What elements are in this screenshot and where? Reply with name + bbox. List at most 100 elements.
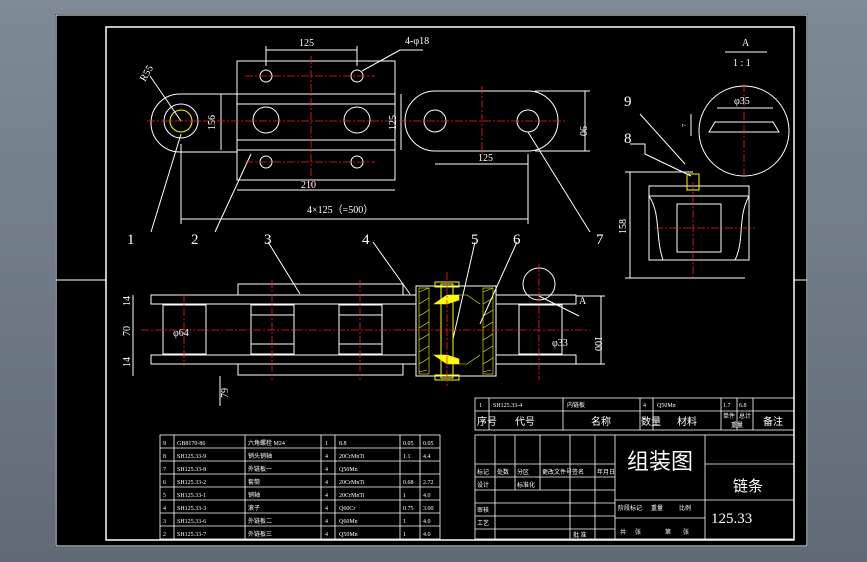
bolt-highlight	[686, 173, 700, 191]
callout-4: 4	[362, 232, 370, 248]
dim-125-right-text: 125	[478, 153, 493, 164]
leader-A	[538, 295, 580, 317]
drawing-number: 125.33	[711, 511, 752, 527]
dim-pitch-top: 125	[299, 38, 314, 49]
label-scale: 比例	[679, 504, 691, 512]
callout-1: 1	[127, 232, 135, 248]
drawing-title: 组装图	[627, 449, 693, 474]
cell-seq: 8	[163, 454, 166, 460]
cell-qty: 4	[325, 506, 328, 512]
cell-name: 外链板三	[248, 530, 272, 538]
label-stage: 阶段标记	[618, 504, 642, 512]
label-count: 处数	[497, 468, 509, 476]
leader-2	[214, 153, 252, 233]
hdr-unit: 单件	[723, 412, 735, 420]
cell-w1: 0.05	[403, 441, 414, 447]
hatch-sleeve	[433, 294, 460, 365]
cell-material: Q60Cr	[339, 506, 355, 512]
leader-3	[267, 241, 301, 295]
part1-w2: 6.8	[739, 403, 747, 409]
dim-d64: φ64	[173, 328, 189, 339]
part1-w1: 1.7	[723, 403, 731, 409]
callout-2: 2	[191, 232, 199, 248]
cell-code: SH125.33-6	[177, 519, 206, 525]
cell-name: 外链板一	[248, 465, 272, 473]
leader-9-hint	[639, 113, 686, 165]
hatch-plate	[482, 287, 494, 375]
cell-qty: 4	[325, 532, 328, 538]
part1-material: Q50Mn	[657, 403, 676, 409]
cell-w2: 4.0	[423, 519, 431, 525]
label-design: 设计	[477, 481, 489, 489]
leader-4	[372, 241, 411, 295]
roller	[162, 304, 207, 355]
cell-code: SH125.33-7	[177, 532, 206, 538]
cell-material: 20CrMnTi	[339, 480, 365, 486]
dim-7-text: 7	[682, 124, 688, 127]
part1-code: SH125.33-4	[493, 403, 522, 409]
dim-d35-text: φ35	[734, 96, 750, 107]
cell-w2: 4.0	[423, 532, 431, 538]
title-labels: 标记 处数 分区 更改文件号 签名 年月日 设计 标准化 阶段标记 重量 比例 …	[477, 468, 691, 539]
callout-6: 6	[513, 232, 521, 248]
right-plate	[495, 294, 577, 305]
hdr-material: 材料	[677, 415, 697, 428]
hatch-sleeve-edge	[459, 294, 481, 365]
cell-w1: 0.75	[403, 506, 414, 512]
label-review: 审核	[477, 506, 489, 514]
cell-seq: 9	[163, 441, 166, 447]
label-change: 更改文件号	[542, 468, 572, 476]
cell-material: Q60Mn	[339, 519, 358, 525]
roller	[338, 304, 383, 355]
label-approve: 批 准	[573, 531, 587, 539]
cell-name: 外链板二	[248, 517, 272, 525]
parts-row: 9 GB8170-86 六角螺栓 M24 1 8.8 0.05 0.05	[163, 439, 434, 447]
cell-w1: 1	[403, 532, 406, 538]
label-weight: 重量	[651, 504, 663, 512]
parts-row: 8 SH125.33-9 销头销轴 4 20CrMnTi 1.1 4.4	[163, 452, 431, 460]
cell-seq: 4	[163, 506, 166, 512]
leader-r55	[149, 75, 182, 122]
cell-qty: 1	[325, 441, 328, 447]
cell-w2: 0.05	[423, 441, 434, 447]
part1-name: 内链板	[567, 401, 585, 409]
drawing-sheet: 125 4-φ18 R55 156 125 90 125 210 4×125（=…	[55, 14, 808, 547]
cell-seq: 3	[163, 519, 166, 525]
joint-hatching	[418, 287, 494, 375]
top-view	[149, 46, 591, 233]
cell-seq: 7	[163, 467, 166, 473]
callout-5: 5	[471, 232, 479, 248]
parts-row: 4 SH125.33-3 滚子 4 Q60Cr 0.75 3.00	[163, 504, 434, 512]
right-plate	[495, 354, 577, 365]
hdr-weight: 重量	[731, 421, 743, 429]
pin-hole	[252, 106, 280, 134]
cell-name: 销轴	[248, 491, 260, 499]
cell-w1: 1	[403, 493, 406, 499]
part-name: 链条	[733, 478, 763, 495]
dim-125-vert-text: 125	[388, 115, 399, 130]
label-sheet2: 张	[683, 528, 689, 536]
cell-seq: 5	[163, 493, 166, 499]
top-centerlines	[147, 56, 565, 186]
side-centerlines	[141, 264, 590, 386]
section-marker: A	[579, 296, 587, 307]
cell-material: Q50Mn	[339, 532, 358, 538]
callout-9: 9	[624, 94, 632, 110]
cell-w2: 2.72	[423, 480, 434, 486]
label-no: 第	[665, 528, 671, 536]
cell-w1: 0.68	[403, 480, 414, 486]
right-link	[404, 90, 559, 152]
callout-7: 7	[596, 232, 604, 248]
inner-frame	[105, 26, 795, 541]
outer-frame	[55, 14, 808, 547]
title-block	[474, 434, 795, 540]
cell-material: Q50Mn	[339, 467, 358, 473]
upper-parts-table	[474, 397, 795, 431]
dim-d33: φ33	[552, 338, 568, 349]
cell-code: SH125.33-2	[177, 480, 206, 486]
cell-w2: 4.0	[423, 493, 431, 499]
table-lines	[159, 397, 795, 540]
parts-row: 5 SH125.33-1 销轴 4 20CrMnTi 1 4.0	[163, 491, 431, 499]
cell-name: 滚子	[248, 504, 260, 512]
left-link-end	[150, 93, 181, 153]
